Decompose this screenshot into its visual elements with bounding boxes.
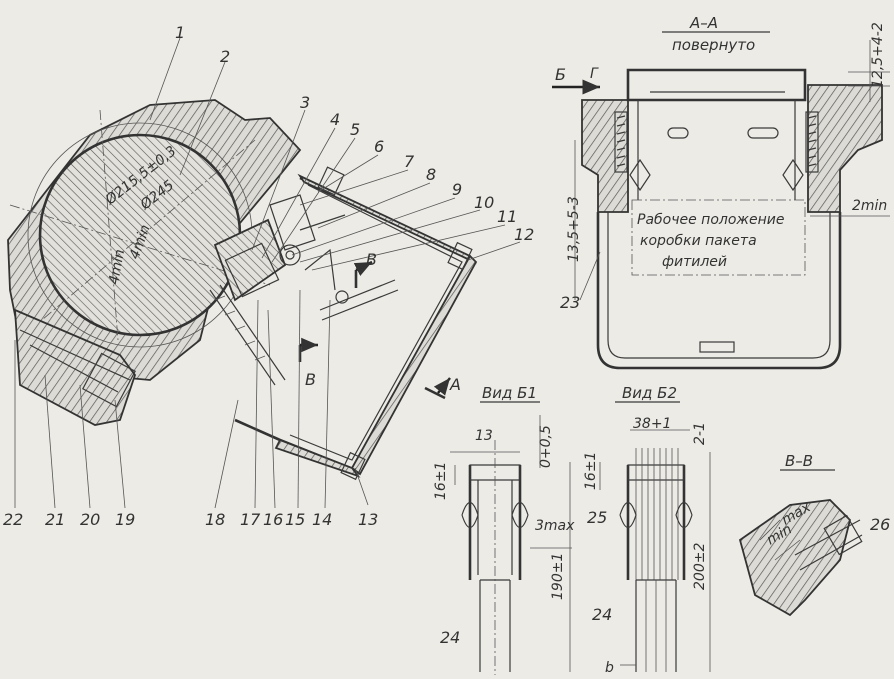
part-number: 13 <box>358 510 378 529</box>
dim-top: 16±1 <box>583 452 599 490</box>
part-number: 7 <box>404 152 415 171</box>
gap-label: Г <box>590 66 599 82</box>
section-mark-v: В <box>366 250 377 269</box>
part-number: 26 <box>870 515 890 534</box>
part-number: 4 <box>330 110 340 129</box>
part-number: 20 <box>80 510 100 529</box>
part-number: 24 <box>440 628 460 647</box>
dim-width: 13 <box>475 428 493 444</box>
dim-length: 200±2 <box>692 543 708 590</box>
note-line: Рабочее положение <box>637 212 785 228</box>
part-number: 3 <box>300 93 310 112</box>
view-b2-title: Вид Б2 <box>622 384 677 402</box>
part-number: 24 <box>592 605 612 624</box>
part-number: 12 <box>514 225 534 244</box>
dim-depth: 13,5+5-3 <box>566 196 582 262</box>
view-b2 <box>599 401 711 672</box>
main-assembly-view <box>7 37 521 509</box>
dim-tolerance: 0+0,5 <box>538 425 554 468</box>
dim-min-gap: 2min <box>852 198 887 214</box>
part-number: 23 <box>560 293 580 312</box>
dim-gap: 2-1 <box>692 422 708 445</box>
note-line: фитилей <box>662 254 727 270</box>
note-line: коробки пакета <box>640 233 757 249</box>
part-number: 22 <box>3 510 23 529</box>
part-number: 1 <box>175 23 185 42</box>
section-aa <box>552 31 890 370</box>
part-number: 15 <box>285 510 305 529</box>
dim-min: 4min <box>106 248 128 286</box>
dim-top: 16±1 <box>433 462 449 500</box>
part-number: 9 <box>452 180 462 199</box>
dim-length: 190±1 <box>550 553 566 600</box>
section-mark-a: А <box>449 375 461 394</box>
view-arrow-label: Б <box>555 65 566 84</box>
section-aa-title: А–А <box>689 14 718 32</box>
part-number: 21 <box>45 510 65 529</box>
dim-thickness: b <box>605 660 614 676</box>
part-number: 8 <box>426 165 436 184</box>
view-b1 <box>450 401 572 675</box>
section-vv-title: В–В <box>785 452 813 470</box>
section-vv <box>738 469 863 617</box>
view-b1-title: Вид Б1 <box>482 384 537 402</box>
part-number: 16 <box>263 510 283 529</box>
part-number: 18 <box>205 510 225 529</box>
dim-max: 3max <box>535 518 575 534</box>
part-number: 2 <box>220 47 230 66</box>
part-number: 19 <box>115 510 135 529</box>
part-number: 17 <box>240 510 261 529</box>
part-number: 11 <box>497 207 517 226</box>
dim-height: 12,5+4-2 <box>870 22 886 88</box>
part-number: 6 <box>374 137 384 156</box>
section-mark-v: В <box>305 370 316 389</box>
part-number: 5 <box>350 120 360 139</box>
dim-min: 4min <box>127 223 154 262</box>
dim-width: 38+1 <box>633 416 671 432</box>
section-aa-subtitle: повернуто <box>672 36 755 54</box>
part-number: 25 <box>587 508 607 527</box>
part-number: 14 <box>312 510 332 529</box>
part-number: 10 <box>474 193 494 212</box>
